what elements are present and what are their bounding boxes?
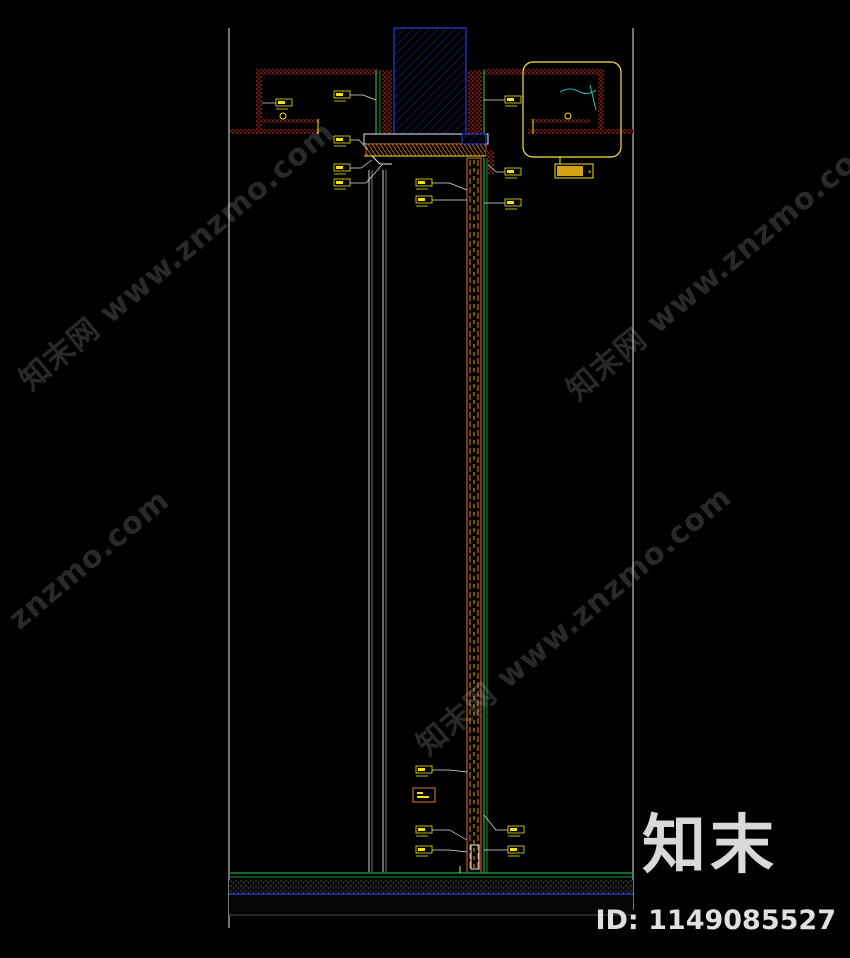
callout-tag bbox=[333, 164, 383, 190]
right-ceiling-box bbox=[468, 69, 633, 134]
callout-tag bbox=[333, 135, 369, 151]
callout-tag bbox=[415, 845, 468, 857]
callout-tag bbox=[415, 825, 468, 841]
door-leaf-section bbox=[466, 157, 488, 874]
door-header-beam bbox=[363, 133, 494, 174]
note-box bbox=[412, 787, 436, 803]
callout-tag bbox=[487, 164, 522, 179]
detail-highlight-frame bbox=[522, 61, 622, 158]
callout-tag bbox=[483, 814, 525, 837]
structural-column bbox=[393, 27, 467, 135]
asset-id-label: ID: 1149085527 bbox=[595, 905, 836, 936]
callout-tag bbox=[262, 98, 293, 110]
callout-tag bbox=[484, 198, 522, 210]
floor-section bbox=[229, 866, 633, 916]
detail-reference-tag bbox=[554, 163, 594, 179]
callout-tag bbox=[333, 159, 373, 175]
callout-tag bbox=[415, 195, 467, 207]
callout-tag bbox=[484, 845, 525, 857]
fixed-glass-panel bbox=[368, 170, 387, 872]
brand-logo: 知末 bbox=[642, 809, 778, 883]
callout-group bbox=[262, 90, 525, 857]
callout-tag bbox=[484, 95, 522, 107]
callout-tag bbox=[415, 765, 468, 777]
callout-tag bbox=[333, 90, 377, 102]
callout-tag bbox=[415, 178, 468, 191]
svg-text:*: * bbox=[588, 169, 592, 177]
left-ceiling-box bbox=[230, 69, 392, 134]
